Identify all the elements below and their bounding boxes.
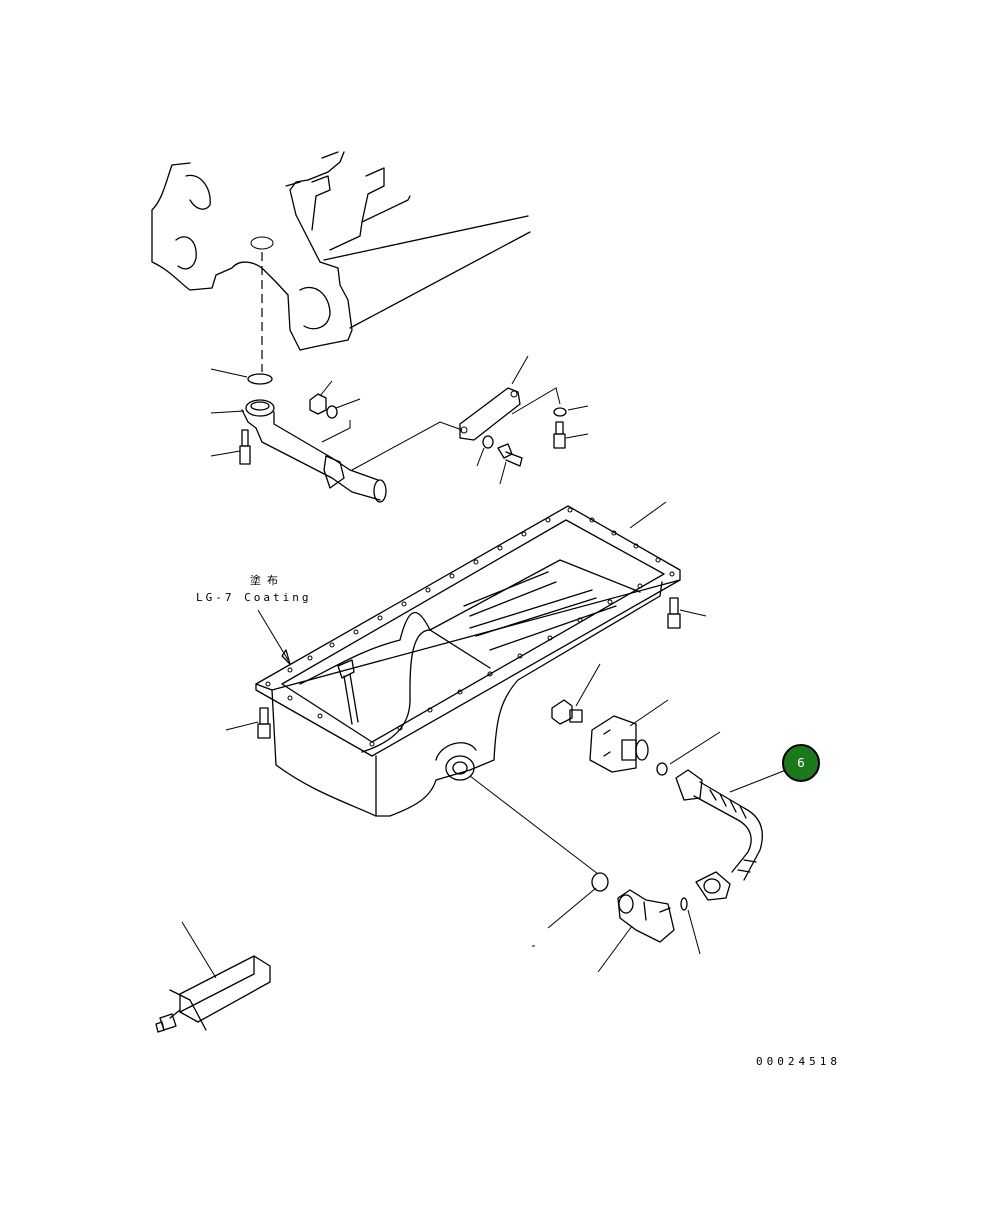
bracket-link-line-2	[511, 387, 561, 415]
engine-block	[151, 151, 531, 351]
leader-right-bolt	[565, 433, 589, 439]
washer	[326, 405, 338, 419]
leader-coating	[257, 609, 289, 661]
elbow-fitting	[617, 889, 675, 943]
hose	[675, 769, 763, 901]
bracket-link-line	[321, 420, 463, 471]
suction-pipe	[241, 399, 387, 503]
pan-bolt-right	[667, 597, 681, 629]
o-ring	[247, 373, 273, 385]
oil-pan	[255, 505, 681, 817]
plug	[551, 699, 583, 725]
leader-tiny-o-ring	[687, 909, 701, 955]
bolt-pipe	[239, 429, 251, 465]
coating-arrow	[281, 649, 291, 665]
leader-elbow	[597, 925, 633, 973]
bracket-bolt	[497, 443, 523, 467]
leader-sensor	[629, 699, 669, 727]
leader-gauge	[181, 921, 217, 979]
leader-pan-bolt-left	[225, 721, 259, 731]
leader-right-washer	[567, 405, 589, 411]
small-o-ring	[656, 762, 668, 776]
callout-badge-6[interactable]: 6	[782, 744, 820, 782]
leader-large-o-ring	[547, 887, 597, 929]
leader-bracket-washer	[476, 447, 485, 467]
gauge	[155, 955, 271, 1033]
drawing-number: 00024518	[756, 1055, 841, 1068]
leader-pan-bolt-right	[679, 609, 707, 617]
leader-bolt-pipe	[210, 450, 241, 457]
right-washer	[553, 407, 567, 417]
bracket	[459, 387, 521, 441]
large-o-ring	[591, 872, 609, 892]
sensor	[589, 715, 649, 773]
leader-hose	[729, 769, 787, 793]
leader-bracket	[511, 355, 529, 385]
leader-small-o-ring	[669, 731, 721, 765]
leader-o-ring	[210, 368, 248, 378]
bore-circle	[250, 236, 274, 250]
leader-pipe	[210, 410, 245, 414]
leader-washer	[335, 398, 361, 409]
tiny-o-ring	[680, 897, 688, 911]
coating-label-en: LG-7 Coating	[196, 591, 312, 604]
pan-bolt-left	[257, 707, 271, 739]
nut	[309, 393, 327, 415]
right-bolt	[553, 421, 566, 449]
leader-bracket-bolt	[499, 461, 507, 485]
leader-drain-hole	[469, 775, 599, 875]
leader-nut	[319, 380, 333, 397]
bracket-washer	[482, 435, 494, 449]
leader-plug	[575, 663, 601, 707]
leader-oil-pan	[629, 501, 667, 529]
coating-label-jp: 塗布	[250, 574, 284, 587]
